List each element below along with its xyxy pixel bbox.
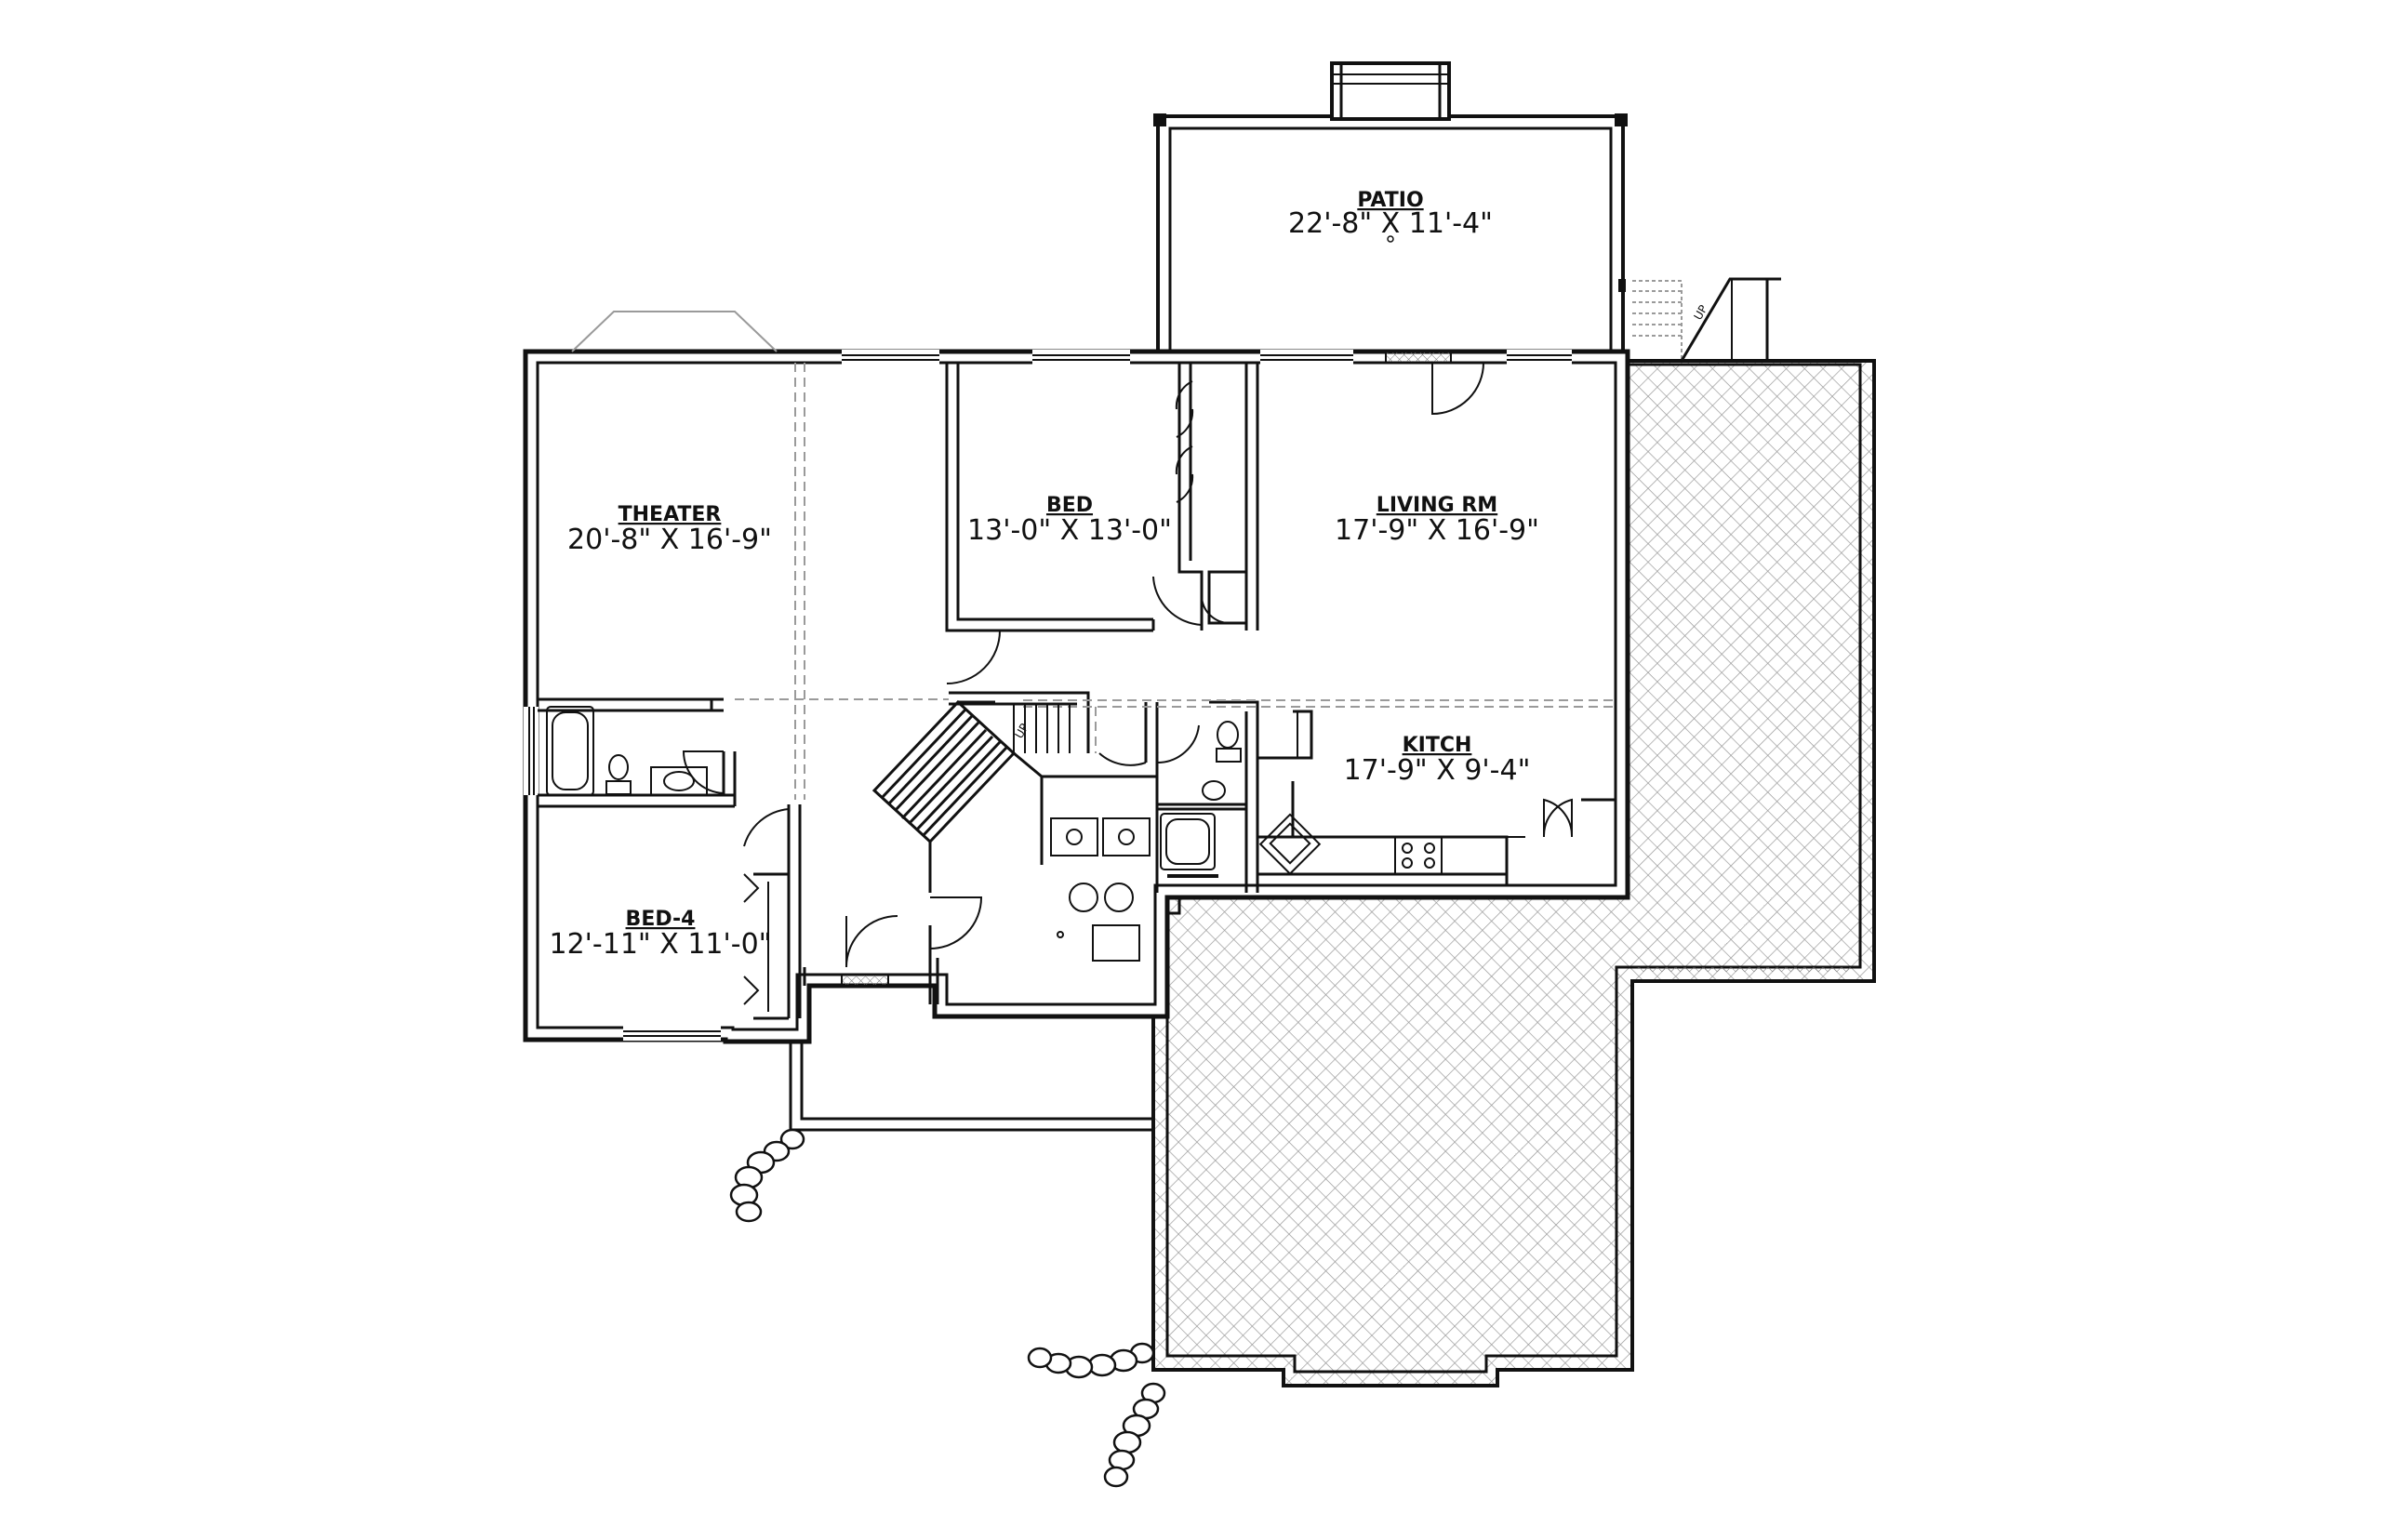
main-stairs: UP: [871, 699, 1071, 893]
room-dimensions: 12'-11" X 11'-0": [550, 928, 772, 961]
room-name: LIVING RM: [1377, 494, 1497, 517]
room-name: BED: [1046, 494, 1093, 517]
retaining-wall: [789, 1040, 1153, 1132]
room-name: KITCH: [1403, 734, 1472, 757]
room-label-bed: BED 13'-0" X 13'-0": [967, 494, 1172, 547]
boulders: [729, 1128, 1166, 1488]
interior-walls: [538, 363, 1616, 1020]
side-steps: UP: [1632, 277, 1781, 362]
room-label-bed4: BED-4 12'-11" X 11'-0": [550, 908, 772, 961]
room-dimensions: 20'-8" X 16'-9": [567, 524, 772, 556]
room-dimensions: 13'-0" X 13'-0": [967, 514, 1172, 547]
room-boundaries: [735, 363, 1616, 800]
wall-details: [1167, 874, 1218, 878]
room-name: THEATER: [619, 503, 722, 526]
room-label-theater: THEATER 20'-8" X 16'-9": [567, 503, 772, 556]
fixtures: [546, 706, 1851, 987]
room-dimensions: 17'-9" X 16'-9": [1335, 514, 1539, 547]
room-name: BED-4: [626, 908, 696, 931]
room-label-kitch: KITCH 17'-9" X 9'-4": [1344, 734, 1531, 787]
svg-text:UP: UP: [1012, 722, 1031, 741]
room-name: PATIO: [1357, 189, 1423, 212]
patio: [1153, 61, 1628, 365]
svg-text:UP: UP: [1691, 303, 1709, 323]
room-dimensions: 17'-9" X 9'-4": [1344, 754, 1531, 787]
room-label-living: LIVING RM 17'-9" X 16'-9": [1335, 494, 1539, 547]
room-label-patio: PATIO 22'-8" X 11'-4": [1288, 189, 1493, 240]
door-swings: [682, 362, 1574, 1005]
room-dimensions: 22'-8" X 11'-4": [1288, 207, 1493, 240]
